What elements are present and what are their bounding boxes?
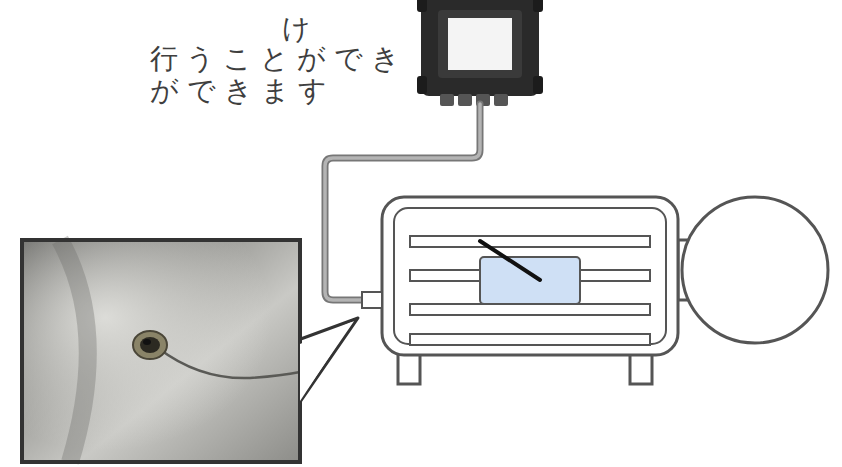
- description-text: ができます: [150, 76, 335, 107]
- sensor-photo-callout: [22, 240, 358, 462]
- description-text: 行うことができ: [150, 44, 408, 75]
- monitor-device: [417, 0, 543, 106]
- description-text: け: [282, 14, 319, 45]
- motor: [362, 197, 828, 384]
